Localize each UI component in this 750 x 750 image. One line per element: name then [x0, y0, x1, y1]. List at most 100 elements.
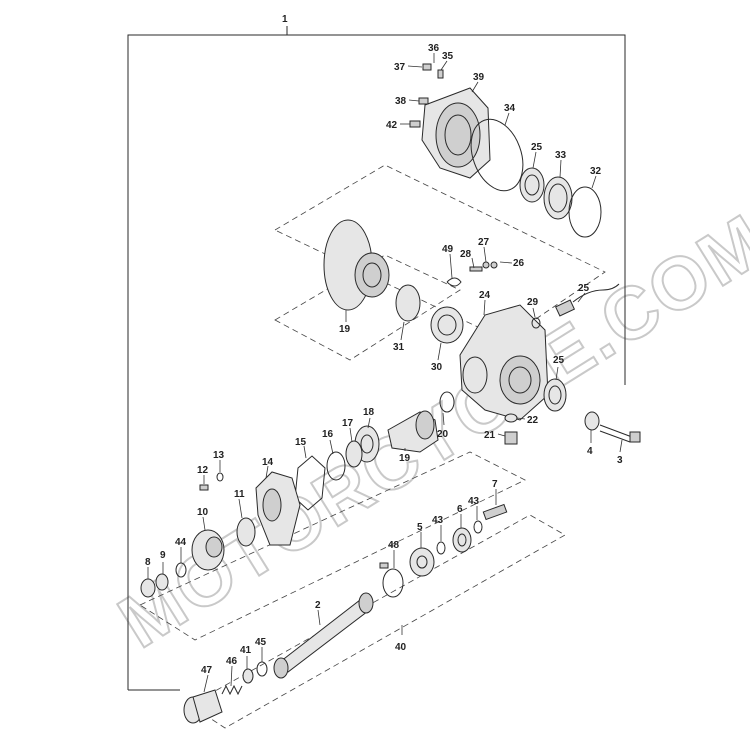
callout-29: 27	[478, 237, 490, 263]
part-label: 2	[315, 600, 321, 611]
callout-9: 9	[160, 550, 166, 574]
ring-48-drawing	[382, 568, 404, 598]
part-label: 24	[479, 290, 491, 301]
assembly-outline	[127, 26, 626, 691]
part-label: 33	[555, 150, 567, 161]
callout-38: 36	[428, 43, 440, 63]
part-label: 44	[175, 537, 187, 548]
sensor-drawing	[554, 283, 620, 317]
washer-4-drawing	[584, 411, 600, 431]
callout-17: 17	[342, 418, 354, 443]
part-label: 8	[145, 557, 151, 568]
callout-31: 30	[431, 342, 443, 373]
part-label: 35	[442, 51, 454, 62]
gasket-drawing	[470, 118, 524, 192]
part-label: 49	[442, 244, 454, 255]
part-label: 36	[428, 43, 440, 54]
ring-33-drawing	[242, 668, 254, 684]
callout-20: 20	[437, 412, 449, 440]
part-label: 25	[531, 142, 543, 153]
part-label: 27	[478, 237, 490, 248]
oring-27-drawing	[531, 317, 541, 329]
part-label: 14	[262, 457, 274, 468]
callout-11: 11	[234, 489, 245, 519]
callout-15: 15	[295, 437, 307, 459]
part-label: 7	[492, 479, 498, 490]
part-label: 12	[197, 465, 209, 476]
bearing-upper-drawing	[519, 167, 545, 203]
part-label: 40	[395, 642, 407, 653]
callout-10: 10	[197, 507, 209, 531]
callout-18: 18	[363, 407, 375, 429]
part-label: 48	[388, 540, 400, 551]
callout-46: 47	[201, 665, 213, 693]
part-label: 28	[460, 249, 472, 260]
part-label: 9	[160, 550, 166, 561]
seal-32-drawing	[395, 284, 421, 322]
drive-shaft-drawing	[273, 592, 374, 679]
callout-39: 37	[394, 62, 423, 73]
part-label: 31	[393, 342, 405, 353]
part-label: 32	[590, 166, 602, 177]
callout-47: 44	[175, 537, 187, 563]
callout-44: 45	[255, 637, 267, 662]
part-label: 30	[431, 362, 443, 373]
oring-drawing	[568, 186, 602, 238]
part-label: 10	[197, 507, 209, 518]
callout-37: 35	[440, 51, 454, 71]
washer-13-drawing	[216, 472, 224, 482]
callout-22: 22	[516, 415, 539, 426]
pins-drawing	[446, 261, 498, 287]
callout-45: 46	[226, 656, 238, 687]
part-label: 46	[226, 656, 238, 667]
seal-11-drawing	[236, 517, 256, 547]
clip-43a-drawing	[473, 520, 483, 534]
part-label: 26	[513, 258, 525, 269]
callout-23: 24	[479, 290, 491, 316]
callout-21: 21	[484, 430, 506, 441]
callout-26: 25	[577, 283, 590, 303]
callout-27: 29	[527, 297, 539, 318]
part-label: 3	[617, 455, 623, 466]
pinion-gear-drawing	[387, 410, 439, 453]
callout-19-pinion: 19	[399, 448, 411, 464]
ring-drawing	[543, 176, 573, 220]
part-label: 25	[553, 355, 565, 366]
callout-40: 38	[395, 96, 420, 107]
shim-drawing	[439, 391, 455, 413]
callout-49: 49	[442, 244, 454, 279]
part-label: 37	[394, 62, 406, 73]
drain-plug-drawing	[504, 431, 518, 445]
callout-19-ring-gear: 19	[339, 310, 351, 335]
bolt-3-drawing	[599, 424, 641, 443]
part-label: 4	[587, 446, 593, 457]
callout-16: 16	[322, 429, 334, 455]
watermark: MOTORCYCLE.COM.UA	[104, 127, 750, 663]
callout-6: 6	[457, 504, 463, 528]
part-label: 17	[342, 418, 354, 429]
gear-housing-drawing	[459, 304, 549, 421]
part-label: 43	[468, 496, 480, 507]
callout-3: 3	[617, 439, 623, 466]
part-label: 15	[295, 437, 307, 448]
race-17-drawing	[345, 440, 363, 468]
needle-bearing-drawing	[430, 306, 464, 344]
washer-8-drawing	[140, 578, 156, 598]
callout-14: 14	[262, 457, 274, 479]
callout-24: 39	[471, 72, 485, 93]
cover-plate-drawing	[421, 87, 491, 179]
part-label: 47	[201, 665, 213, 676]
part-label: 11	[234, 489, 245, 500]
callout-42: 40	[395, 625, 407, 653]
part-label: 25	[578, 283, 590, 294]
bolt-12-drawing	[199, 484, 209, 491]
part-label: 39	[473, 72, 485, 83]
callout-1: 1	[282, 14, 288, 25]
clip-43b-drawing	[436, 541, 446, 555]
part-label: 21	[484, 430, 496, 441]
part-label: 13	[213, 450, 225, 461]
part-label: 43	[432, 515, 444, 526]
callout-25-lower: 25	[553, 355, 565, 381]
callout-32: 31	[393, 321, 405, 353]
bearing-lower-drawing	[543, 378, 567, 412]
